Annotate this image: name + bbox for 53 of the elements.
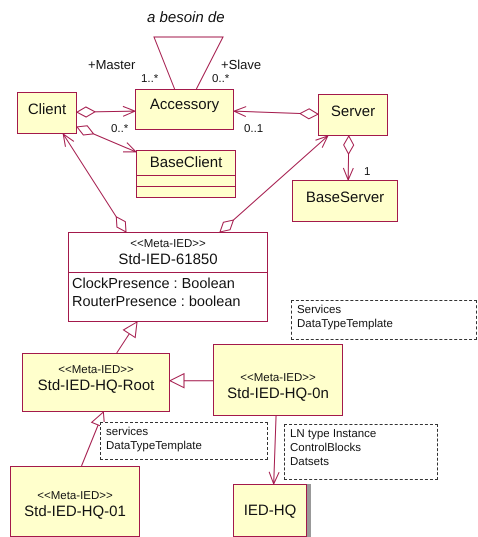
class-name: Std-IED-HQ-0n	[227, 385, 329, 403]
note-box	[100, 422, 268, 460]
stereotype-label: <<Meta-IED>>	[130, 237, 206, 251]
generalization-arrow	[170, 373, 214, 388]
note-text: DataTypeTemplate	[106, 439, 202, 453]
class-box	[318, 94, 388, 136]
class-name: Client	[28, 101, 66, 119]
class-name: Std-IED-61850	[118, 251, 218, 269]
multiplicity-label: 1..*	[141, 72, 158, 87]
stereotype-label: <<Meta-IED>>	[240, 371, 316, 385]
class-box	[10, 466, 140, 537]
class-box	[22, 353, 170, 412]
aggregation-arrow	[76, 106, 136, 118]
class-name: IED-HQ	[244, 502, 296, 520]
role-name: +Master	[88, 57, 136, 72]
class-name: Accessory	[150, 96, 220, 114]
class-name: BaseServer	[306, 189, 384, 207]
class-name: BaseClient	[150, 154, 222, 172]
generalization-arrow	[81, 412, 106, 466]
class-box	[136, 150, 236, 198]
note-text: Datsets	[290, 455, 329, 469]
class-box	[292, 180, 398, 222]
stereotype-label: <<Meta-IED>>	[58, 363, 134, 377]
class-box	[213, 344, 343, 416]
self-association-line	[153, 36, 224, 90]
role-name: +Slave	[221, 57, 262, 72]
aggregation-arrow	[220, 136, 328, 232]
aggregation-arrow	[342, 136, 354, 180]
note-text: DataTypeTemplate	[297, 317, 393, 331]
class-box	[135, 89, 234, 130]
aggregation-arrow	[76, 125, 136, 152]
multiplicity-label: 1	[364, 165, 370, 180]
multiplicity-label: 0..*	[212, 72, 230, 87]
class-box	[68, 232, 268, 322]
aggregation-arrow	[62, 134, 126, 232]
multiplicity-label: 0..1	[244, 122, 264, 137]
aggregation-arrow	[268, 416, 280, 484]
class-name: Std-IED-HQ-01	[24, 503, 126, 521]
note-text: ControlBlocks	[290, 441, 361, 455]
note-box	[284, 424, 438, 480]
note-box	[291, 300, 477, 340]
class-box	[17, 92, 77, 134]
note-text: LN type Instance	[290, 427, 376, 441]
attribute-text: ClockPresence : Boolean	[71, 275, 235, 293]
class-name: Std-IED-HQ-Root	[38, 377, 154, 395]
note-text: Services	[297, 303, 342, 317]
stereotype-label: <<Meta-IED>>	[37, 489, 113, 503]
attribute-text: RouterPresence : boolean	[71, 293, 240, 311]
generalization-arrow	[116, 322, 138, 354]
class-name: Server	[330, 103, 376, 121]
note-text: services	[106, 425, 148, 439]
aggregation-arrow	[234, 106, 318, 120]
multiplicity-label: 0..*	[111, 122, 128, 137]
